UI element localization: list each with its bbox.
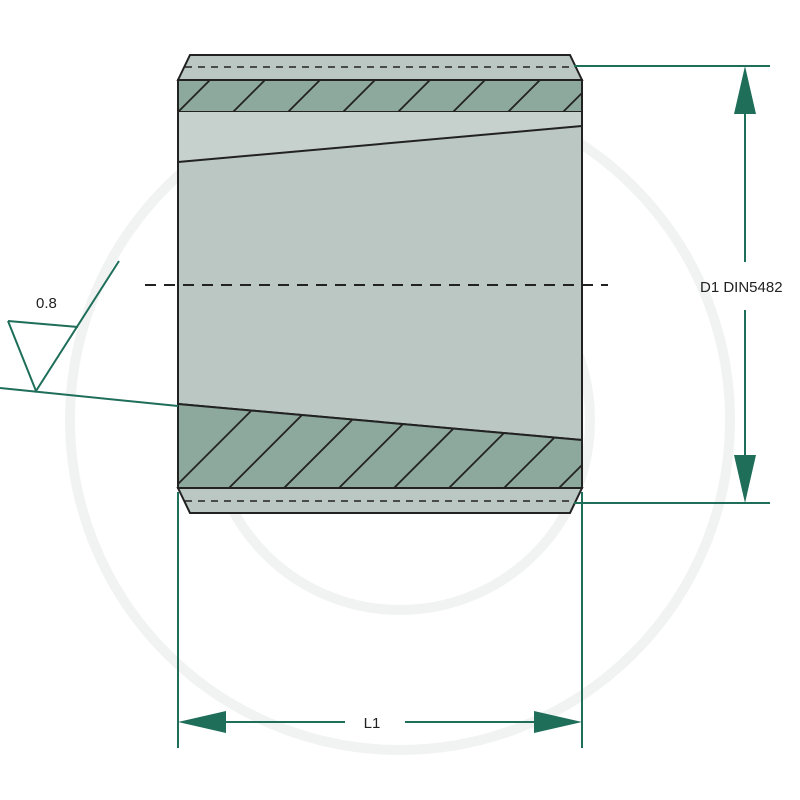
diameter-arrow-up: [734, 66, 756, 114]
bushing-section: [176, 54, 584, 514]
bore-region: [177, 111, 583, 442]
length-label: L1: [364, 715, 381, 732]
top-wall-hatching: [178, 80, 582, 112]
diameter-arrow-down: [734, 455, 756, 503]
diameter-label: D1 DIN5482: [700, 279, 783, 296]
bore-taper-line: [177, 125, 583, 163]
roughness-value-label: 0.8: [36, 295, 57, 312]
diameter-dimension: [574, 65, 770, 504]
length-arrow-right: [534, 711, 582, 733]
roughness-top-bar: [7, 320, 79, 328]
length-dimension: [177, 492, 583, 748]
roughness-leader-line: [0, 387, 179, 407]
length-arrow-left: [178, 711, 226, 733]
surface-roughness-symbol: [0, 260, 179, 407]
bore-taper-highlight: [178, 112, 582, 162]
roughness-check-mark: [7, 260, 120, 394]
